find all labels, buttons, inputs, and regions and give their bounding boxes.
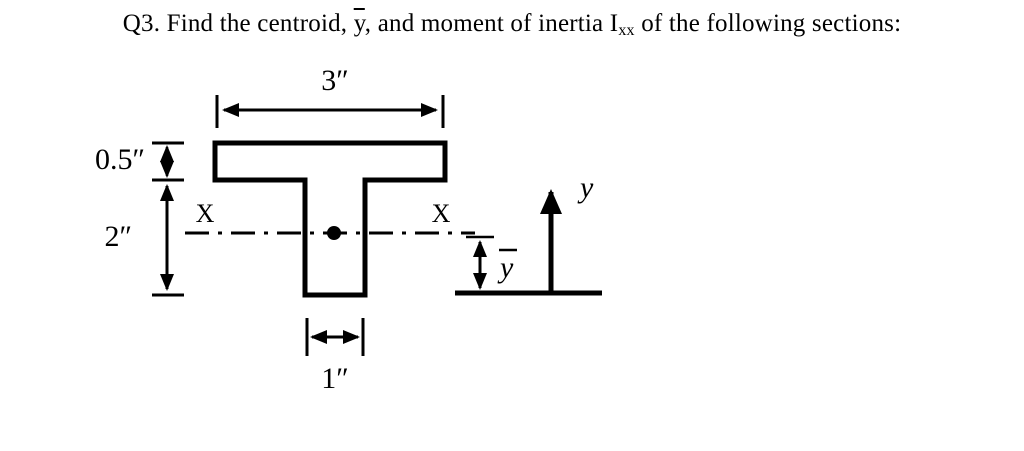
question-title: Q3. Find the centroid, y, and moment of … xyxy=(0,10,1024,40)
centroid-distance-label: y xyxy=(497,251,514,284)
y-axis-label: y xyxy=(577,171,594,204)
dim-stem-width-label: 1″ xyxy=(321,362,349,395)
centroid-dot xyxy=(327,226,341,240)
axis-label-right: X xyxy=(432,199,451,228)
title-part1: Q3. Find the centroid, xyxy=(122,10,354,37)
title-part2: , and moment of inertia I xyxy=(364,10,619,37)
title-ixx-subscript: xx xyxy=(618,22,635,39)
axis-label-left: X xyxy=(196,199,215,228)
dim-flange-thickness-label: 0.5″ xyxy=(95,143,145,176)
dim-flange-width-label: 3″ xyxy=(321,64,349,97)
dim-stem-height-label: 2″ xyxy=(105,220,133,253)
title-y-bar: y xyxy=(353,10,365,37)
title-part3: of the following sections: xyxy=(634,10,902,37)
t-section-outline xyxy=(212,140,448,298)
